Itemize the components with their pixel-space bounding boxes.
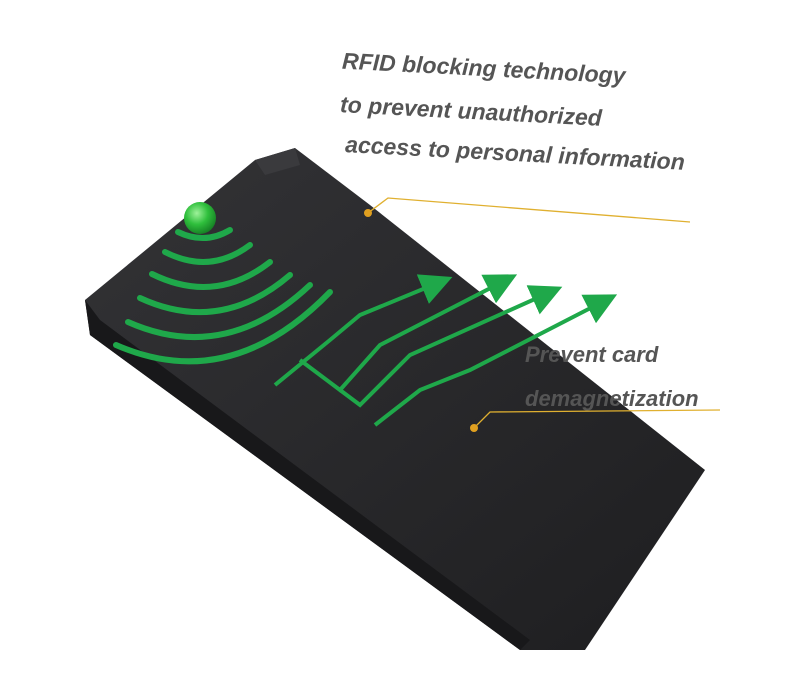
demag-caption-line2: demagnetization (525, 386, 699, 411)
blocked-arrows (273, 274, 618, 427)
rfid-waves (113, 227, 333, 365)
leader-lines (367, 197, 721, 429)
callout-dot (364, 209, 372, 217)
card-holder (85, 148, 705, 650)
demag-caption-line1: Prevent card (525, 342, 659, 367)
callout-dot (470, 424, 478, 432)
signal-ball (184, 202, 216, 234)
